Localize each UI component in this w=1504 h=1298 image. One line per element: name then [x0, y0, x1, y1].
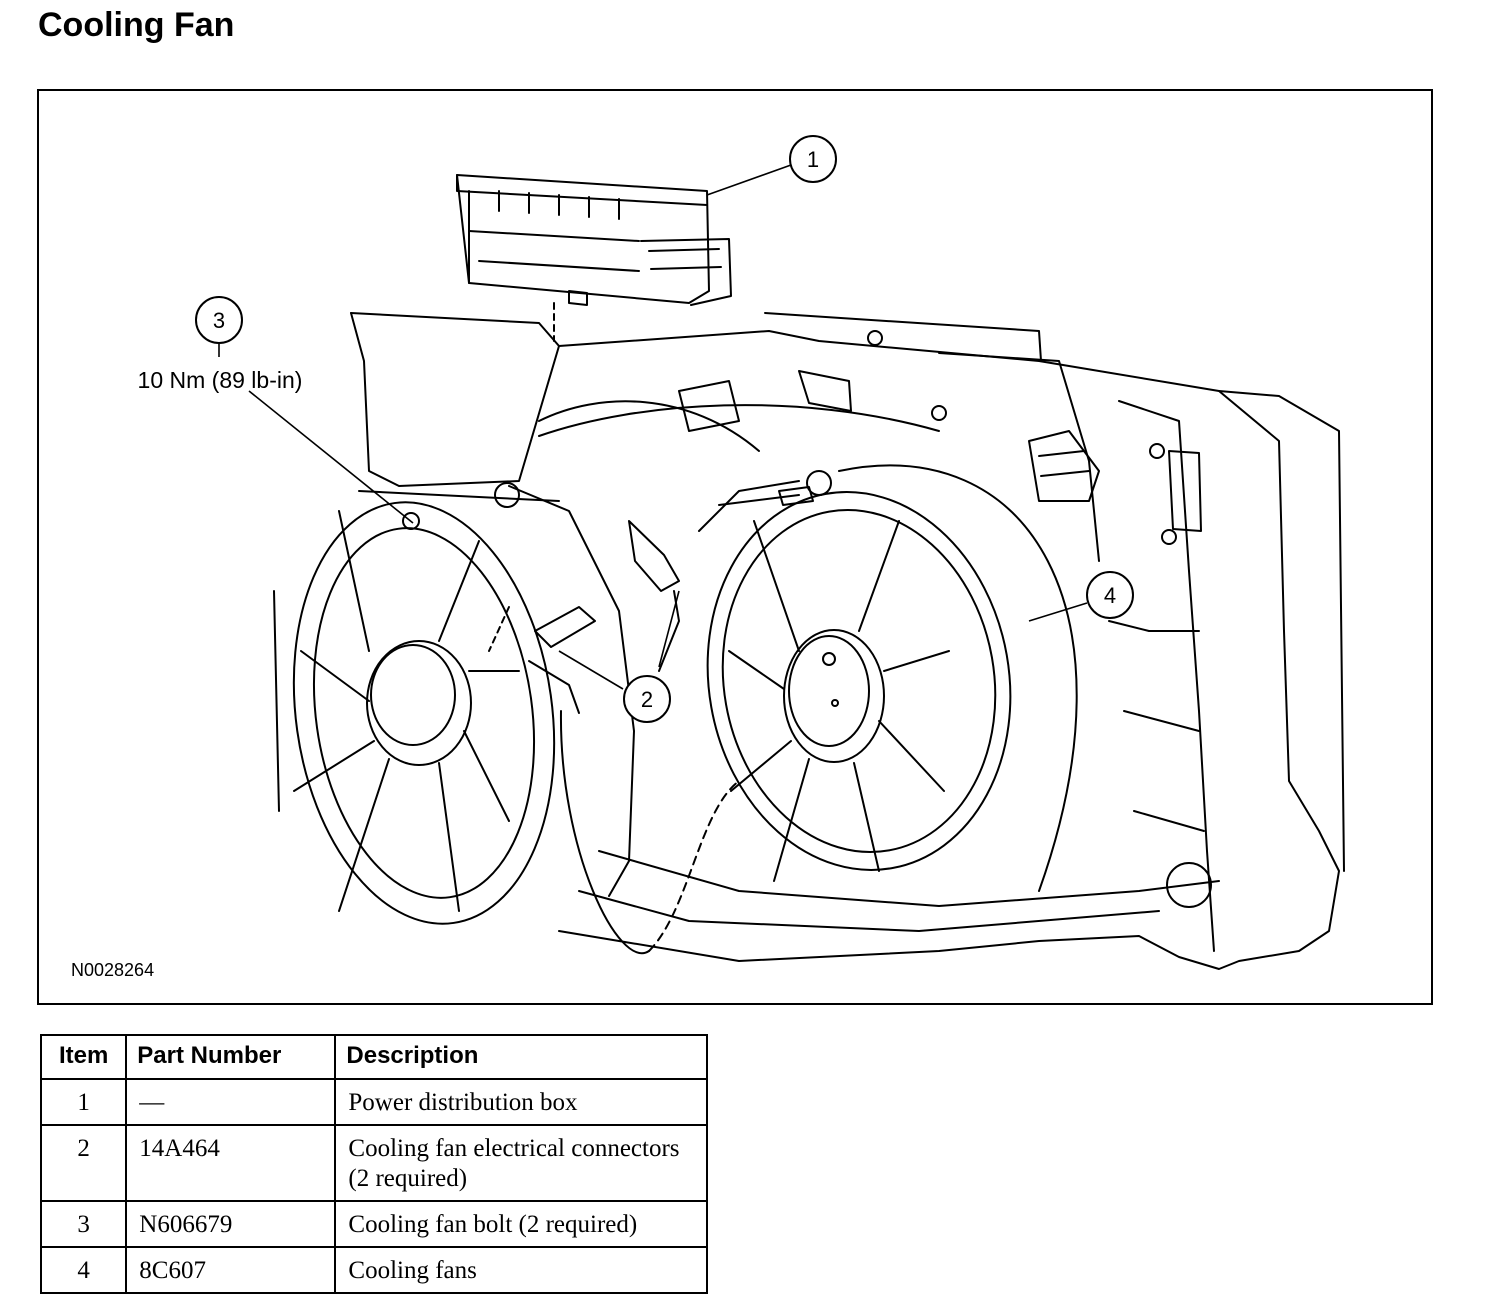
torque-spec: 10 Nm (89 lb-in) — [138, 367, 303, 393]
right-fan-drawing — [538, 404, 1078, 892]
callout-4: 4 — [1086, 571, 1134, 619]
callout-3-label: 3 — [213, 308, 225, 333]
left-fan-drawing — [273, 400, 760, 925]
leader-line-1 — [706, 164, 792, 196]
callout-2: 2 — [623, 675, 671, 723]
fan-shroud-drawing — [350, 312, 1345, 970]
table-row: 3 N606679 Cooling fan bolt (2 required) — [39, 1200, 708, 1248]
header-description: Description — [334, 1034, 708, 1080]
callout-4-label: 4 — [1104, 583, 1116, 608]
item-cell: 4 — [39, 1246, 128, 1294]
page-title: Cooling Fan — [38, 6, 235, 44]
leader-line-2a — [558, 650, 624, 690]
table-row: 4 8C607 Cooling fans — [39, 1246, 708, 1294]
item-cell: 2 — [39, 1124, 128, 1202]
cooling-fan-illustration: 1 2 3 4 10 Nm (89 lb-in) N0028264 — [71, 135, 1345, 980]
figure-frame: 1 2 3 4 10 Nm (89 lb-in) N0028264 — [37, 89, 1433, 1005]
connector-drawing — [1028, 430, 1100, 502]
figure-id: N0028264 — [71, 960, 154, 980]
table-row: 1 — Power distribution box — [39, 1078, 708, 1126]
table-row: 2 14A464 Cooling fan electrical connecto… — [39, 1124, 708, 1202]
item-cell: 3 — [39, 1200, 128, 1248]
part-number-cell: N606679 — [125, 1200, 337, 1248]
part-number-cell: — — [125, 1078, 337, 1126]
callout-1-label: 1 — [807, 147, 819, 172]
leader-line-4 — [1028, 602, 1088, 622]
callout-3: 3 — [195, 296, 243, 344]
header-part-number: Part Number — [125, 1034, 337, 1080]
part-number-cell: 8C607 — [125, 1246, 337, 1294]
description-cell: Cooling fans — [334, 1246, 708, 1294]
leader-line-2b — [658, 590, 680, 668]
header-item: Item — [39, 1034, 128, 1080]
table-header-row: Item Part Number Description — [39, 1034, 708, 1080]
part-number-cell: 14A464 — [125, 1124, 337, 1202]
leader-line-3 — [248, 390, 414, 524]
description-cell: Power distribution box — [334, 1078, 708, 1126]
callout-1: 1 — [789, 135, 837, 183]
parts-table: Item Part Number Description 1 — Power d… — [39, 1034, 708, 1294]
description-cell: Cooling fan electrical connectors (2 req… — [334, 1124, 708, 1202]
power-distribution-box-drawing — [456, 174, 732, 342]
item-cell: 1 — [39, 1078, 128, 1126]
description-cell: Cooling fan bolt (2 required) — [334, 1200, 708, 1248]
callout-2-label: 2 — [641, 687, 653, 712]
bolt-and-connector-drawing — [488, 486, 814, 955]
